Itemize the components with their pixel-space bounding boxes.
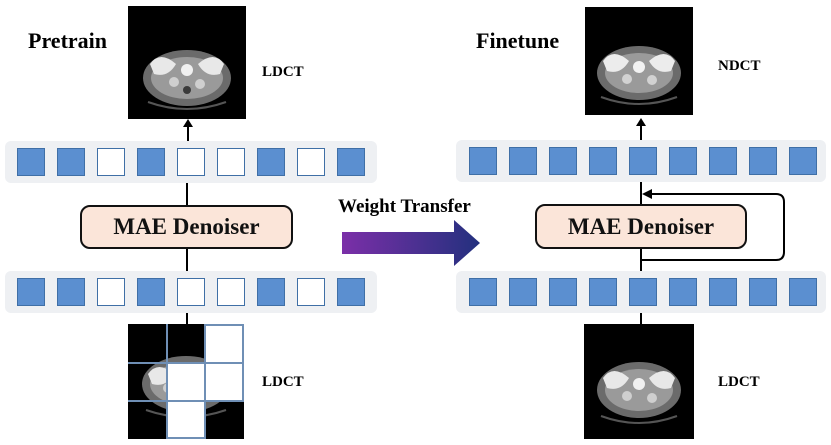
visible-token: [257, 148, 285, 176]
feedback-loop-arrow-icon: [642, 189, 785, 261]
visible-token: [337, 148, 365, 176]
visible-token: [257, 278, 285, 306]
visible-token: [17, 278, 45, 306]
finetune-title: Finetune: [476, 28, 560, 53]
visible-token: [57, 148, 85, 176]
arrow-up-icon: [183, 119, 193, 143]
visible-token: [789, 278, 817, 306]
visible-token: [709, 278, 737, 306]
right-top-token-strip: [456, 140, 826, 182]
right-bottom-token-strip: [456, 271, 826, 313]
visible-token: [549, 147, 577, 175]
visible-token: [629, 147, 657, 175]
visible-token: [669, 278, 697, 306]
right-top-image-label: NDCT: [718, 58, 761, 74]
ct-scan-icon: [597, 362, 681, 424]
pretrain-title: Pretrain: [28, 28, 108, 53]
connector-line: [640, 182, 642, 204]
ct-image-left-masked-input: [128, 324, 244, 439]
masked-token: [297, 148, 325, 176]
visible-token: [709, 147, 737, 175]
visible-token: [469, 147, 497, 175]
ct-scan-icon: [597, 46, 681, 105]
masked-patch: [166, 400, 206, 439]
mae-denoiser-right-label: MAE Denoiser: [567, 213, 715, 239]
visible-token: [57, 278, 85, 306]
masked-patch: [204, 324, 244, 364]
masked-token: [97, 278, 125, 306]
ct-image-right-input: [584, 324, 694, 439]
left-bottom-image-label: LDCT: [262, 374, 304, 390]
weight-transfer-arrow-icon: [342, 220, 480, 266]
visible-token: [509, 147, 537, 175]
right-bottom-image-label: LDCT: [718, 374, 760, 390]
left-top-image-label: LDCT: [262, 64, 304, 80]
visible-token: [669, 147, 697, 175]
ct-image-right-output: [585, 7, 693, 115]
left-top-token-strip: [5, 141, 377, 183]
masked-patch: [166, 362, 206, 402]
visible-token: [749, 147, 777, 175]
masked-token: [177, 278, 205, 306]
visible-token: [337, 278, 365, 306]
connector-line: [640, 313, 642, 325]
mae-denoiser-right: MAE Denoiser: [535, 204, 747, 249]
masked-token: [177, 148, 205, 176]
masked-token: [217, 278, 245, 306]
visible-token: [137, 148, 165, 176]
connector-line: [186, 183, 188, 205]
mae-denoiser-left-label: MAE Denoiser: [113, 214, 260, 239]
visible-token: [749, 278, 777, 306]
visible-token: [137, 278, 165, 306]
ct-scan-icon: [143, 50, 231, 110]
visible-token: [629, 278, 657, 306]
connector-line: [186, 313, 188, 325]
arrow-up-icon: [636, 118, 646, 142]
masked-token: [297, 278, 325, 306]
visible-token: [469, 278, 497, 306]
ct-image-left-output: [128, 6, 246, 119]
masked-patch: [204, 362, 244, 402]
visible-token: [589, 278, 617, 306]
mae-denoiser-left: MAE Denoiser: [80, 205, 293, 249]
connector-line: [640, 249, 642, 271]
visible-token: [789, 147, 817, 175]
visible-token: [509, 278, 537, 306]
masked-token: [217, 148, 245, 176]
masked-token: [97, 148, 125, 176]
visible-token: [549, 278, 577, 306]
connector-line: [186, 249, 188, 271]
visible-token: [589, 147, 617, 175]
visible-token: [17, 148, 45, 176]
weight-transfer-label: Weight Transfer: [338, 196, 471, 217]
left-bottom-token-strip: [5, 271, 377, 313]
